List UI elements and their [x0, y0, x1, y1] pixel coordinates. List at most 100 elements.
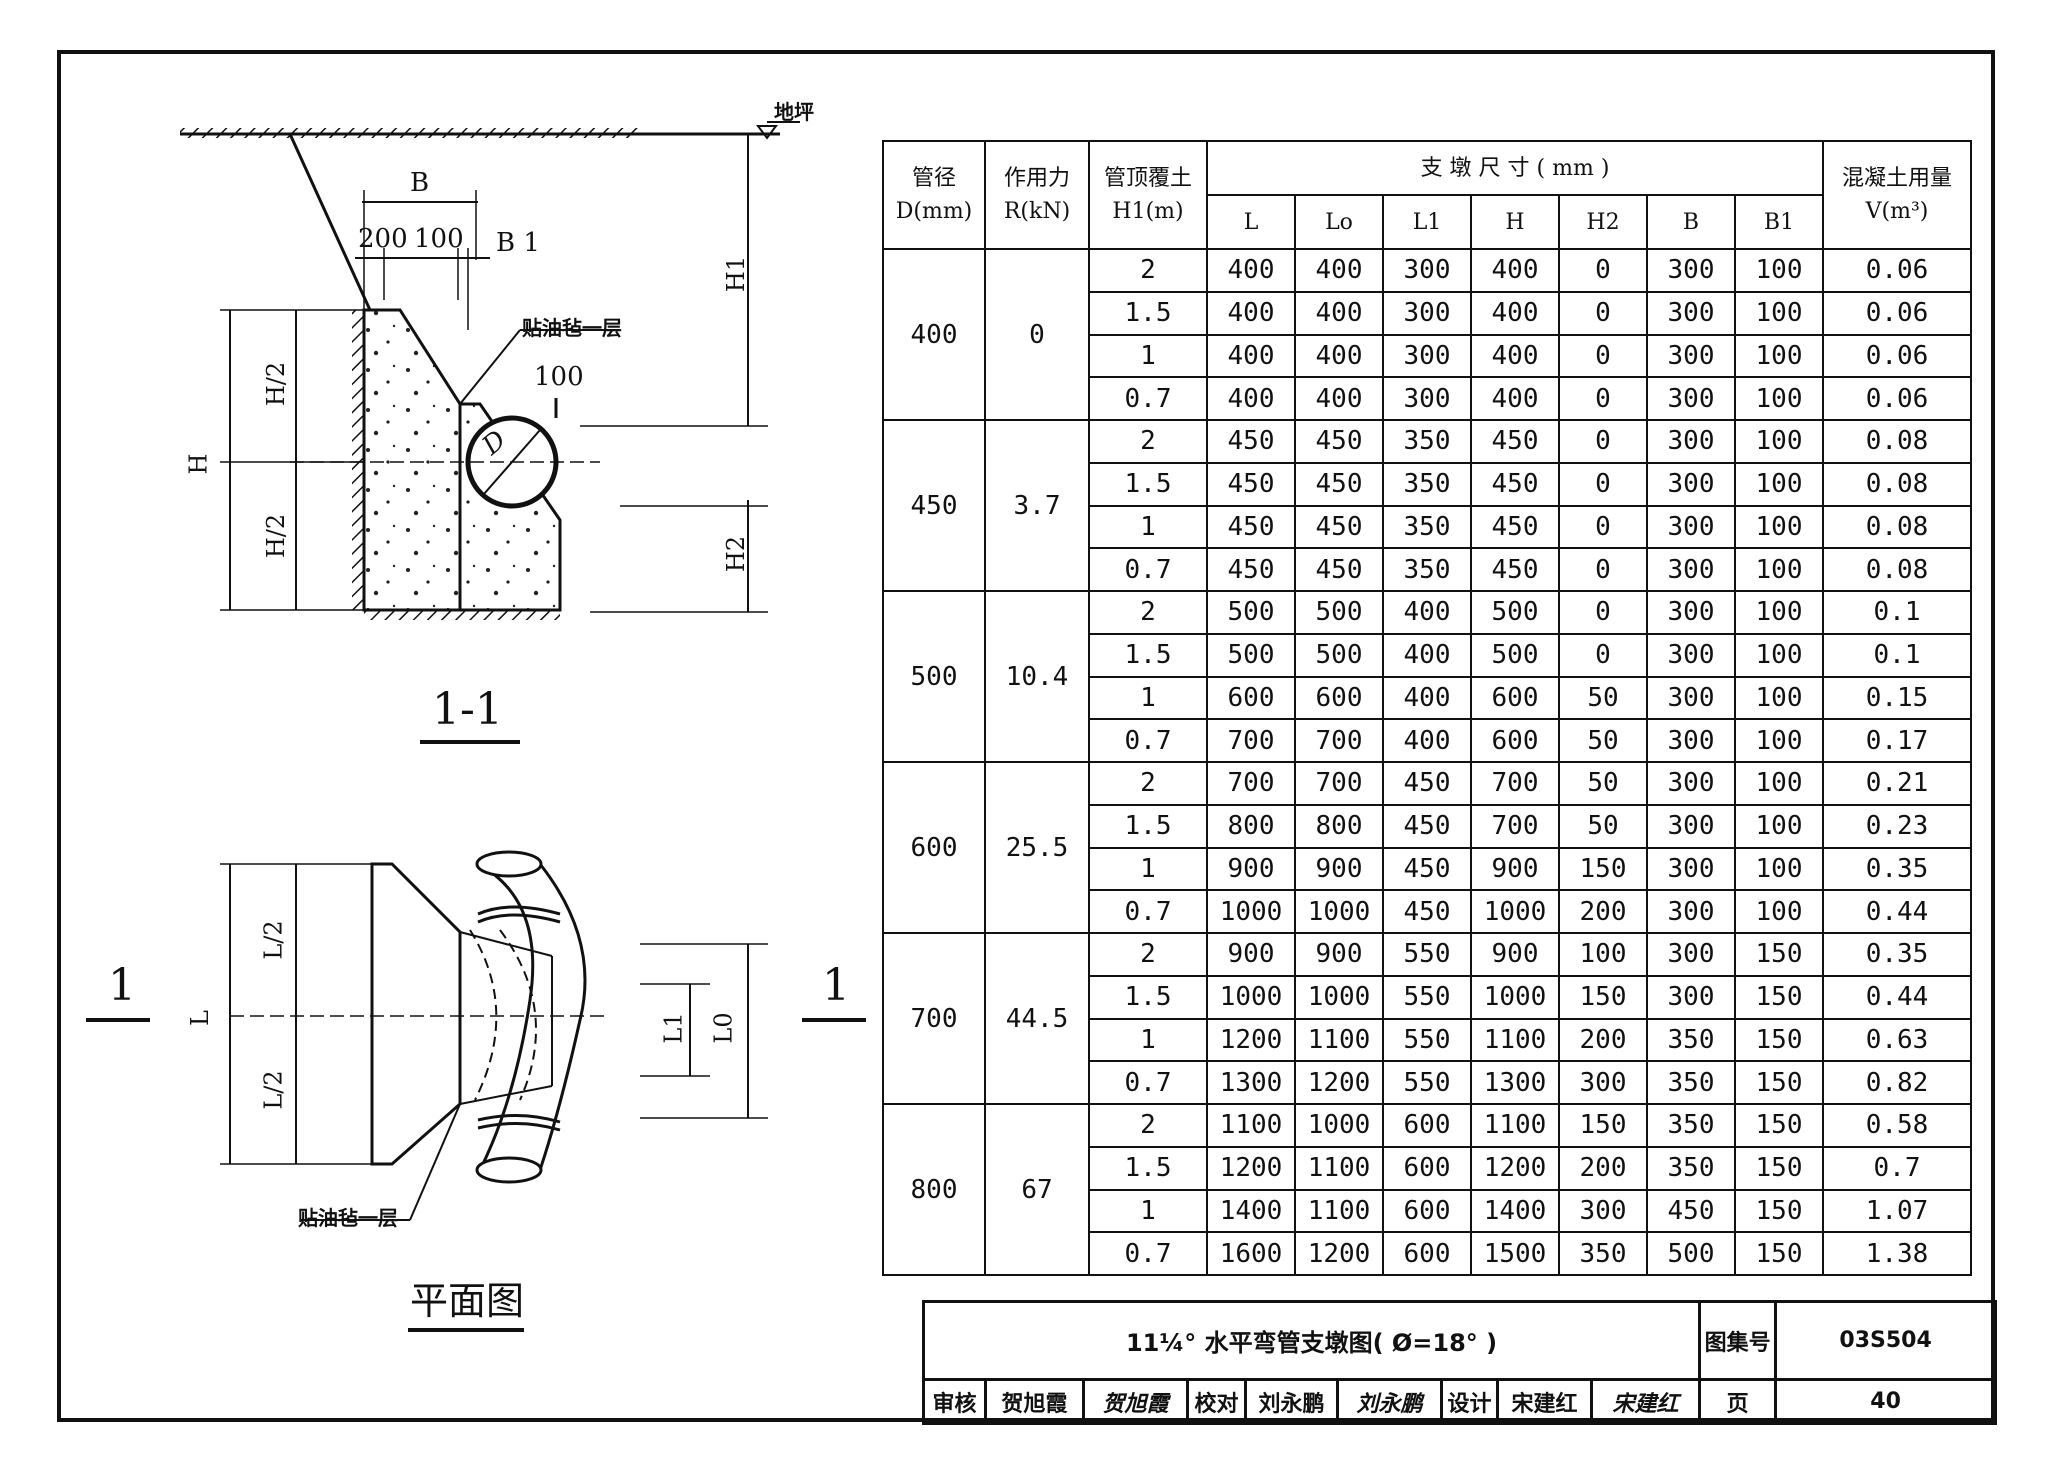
atlas-label: 图集号 — [1698, 1300, 1778, 1381]
cell-L: 400 — [1206, 248, 1296, 293]
cell-diameter: 600 — [882, 761, 986, 934]
dim-L0-label: L0 — [709, 1012, 738, 1044]
cell-force: 44.5 — [984, 932, 1090, 1105]
cell-volume: 1.07 — [1822, 1188, 1972, 1234]
cell-B1: 100 — [1734, 718, 1824, 763]
cell-H2: 200 — [1558, 1145, 1648, 1191]
cell-cover: 1.5 — [1088, 632, 1208, 678]
cell-volume: 0.06 — [1822, 290, 1972, 336]
cell-B: 450 — [1646, 1188, 1736, 1234]
cell-L: 700 — [1206, 718, 1296, 763]
cell-H2: 50 — [1558, 675, 1648, 721]
checker-signature: 刘永鹏 — [1336, 1378, 1443, 1425]
header-H2: H2 — [1558, 194, 1648, 250]
cell-cover: 2 — [1088, 248, 1208, 293]
cell-B: 300 — [1646, 547, 1736, 592]
cell-volume: 0.08 — [1822, 461, 1972, 507]
cell-L: 1300 — [1206, 1060, 1296, 1105]
cell-H: 400 — [1470, 333, 1560, 379]
cell-cover: 2 — [1088, 1103, 1208, 1148]
cell-H2: 200 — [1558, 1017, 1648, 1063]
cell-Lo: 400 — [1294, 333, 1384, 379]
cell-B: 300 — [1646, 889, 1736, 934]
cell-H2: 0 — [1558, 547, 1648, 592]
cell-B1: 100 — [1734, 504, 1824, 550]
cell-H2: 0 — [1558, 461, 1648, 507]
reviewer-signature: 贺旭霞 — [1082, 1378, 1189, 1425]
cell-cover: 1.5 — [1088, 974, 1208, 1020]
cell-cover: 0.7 — [1088, 718, 1208, 763]
cell-H: 400 — [1470, 290, 1560, 336]
cell-B: 300 — [1646, 974, 1736, 1020]
cell-volume: 0.44 — [1822, 889, 1972, 934]
cell-H2: 50 — [1558, 761, 1648, 806]
cell-force: 25.5 — [984, 761, 1090, 934]
cell-force: 0 — [984, 248, 1090, 421]
cell-H: 600 — [1470, 675, 1560, 721]
cell-H2: 0 — [1558, 504, 1648, 550]
thrust-block — [362, 308, 462, 612]
cell-volume: 0.17 — [1822, 718, 1972, 763]
cell-H: 400 — [1470, 376, 1560, 421]
cell-volume: 0.44 — [1822, 974, 1972, 1020]
cell-volume: 0.23 — [1822, 803, 1972, 849]
cell-L1: 600 — [1382, 1103, 1472, 1148]
plan-block — [370, 862, 462, 1166]
cell-cover: 1 — [1088, 846, 1208, 892]
cell-B1: 100 — [1734, 803, 1824, 849]
cell-Lo: 450 — [1294, 504, 1384, 550]
cell-H: 900 — [1470, 932, 1560, 977]
cell-H: 600 — [1470, 718, 1560, 763]
header-H: H — [1470, 194, 1560, 250]
ground-label: 地坪 — [774, 100, 814, 124]
cell-H: 1100 — [1470, 1103, 1560, 1148]
cell-L: 450 — [1206, 504, 1296, 550]
header-dims-group: 支 墩 尺 寸 ( mm ) — [1206, 140, 1824, 196]
cell-B: 300 — [1646, 333, 1736, 379]
page-number: 40 — [1774, 1378, 1998, 1425]
cell-B1: 100 — [1734, 761, 1824, 806]
cell-L: 450 — [1206, 461, 1296, 507]
cell-H: 1200 — [1470, 1145, 1560, 1191]
title-block: 11¼° 水平弯管支墩图( Ø=18° ) 图集号 03S504 审核 贺旭霞 … — [921, 1300, 1998, 1425]
felt-note-plan: 贴油毡一层 — [298, 1206, 398, 1230]
cell-L1: 350 — [1382, 547, 1472, 592]
cell-volume: 0.1 — [1822, 590, 1972, 635]
cell-B1: 100 — [1734, 461, 1824, 507]
cell-H2: 350 — [1558, 1231, 1648, 1276]
cell-cover: 0.7 — [1088, 889, 1208, 934]
cell-cover: 1.5 — [1088, 803, 1208, 849]
page-label: 页 — [1698, 1378, 1778, 1425]
header-B1: B1 — [1734, 194, 1824, 250]
cell-L: 600 — [1206, 675, 1296, 721]
plan-view-label: 平面图 — [410, 1279, 525, 1323]
cell-volume: 0.7 — [1822, 1145, 1972, 1191]
cell-Lo: 1100 — [1294, 1188, 1384, 1234]
cell-volume: 0.06 — [1822, 248, 1972, 293]
cell-H2: 150 — [1558, 974, 1648, 1020]
cell-Lo: 400 — [1294, 248, 1384, 293]
cell-volume: 0.08 — [1822, 419, 1972, 464]
section-1-1-label: 1-1 — [432, 684, 503, 735]
cell-H2: 100 — [1558, 932, 1648, 977]
designer-name: 宋建红 — [1496, 1378, 1593, 1425]
cell-volume: 0.82 — [1822, 1060, 1972, 1105]
cell-H: 500 — [1470, 632, 1560, 678]
dim-200-label: 200 — [358, 224, 408, 254]
cell-L1: 550 — [1382, 1017, 1472, 1063]
cell-L1: 400 — [1382, 590, 1472, 635]
cell-B: 300 — [1646, 718, 1736, 763]
